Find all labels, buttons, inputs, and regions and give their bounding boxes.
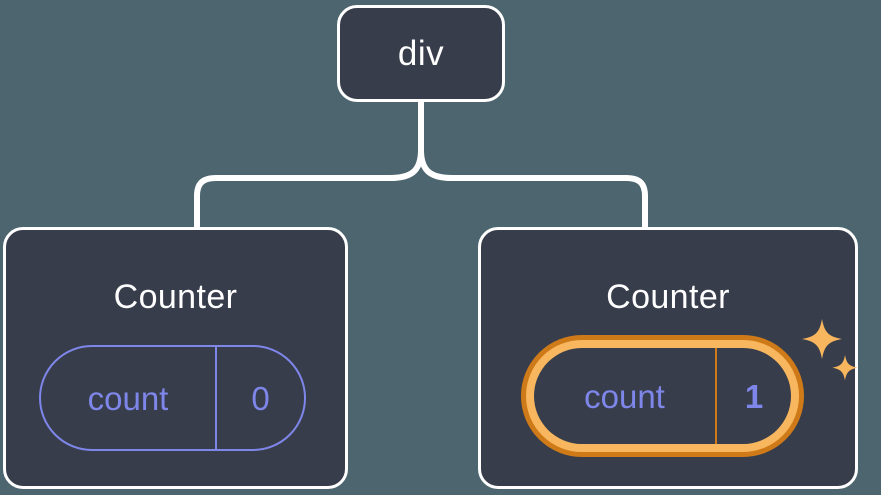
- state-pill-left-body: count 0: [39, 345, 306, 451]
- state-pill-left-key: count: [41, 347, 217, 449]
- node-div[interactable]: div: [337, 5, 505, 102]
- state-pill-right-highlighted[interactable]: count 1: [521, 335, 804, 457]
- state-pill-right-body: count 1: [534, 348, 791, 444]
- state-pill-right-glow-ring: count 1: [526, 340, 799, 452]
- node-counter-right-title: Counter: [606, 278, 730, 316]
- state-pill-left-value: 0: [251, 379, 270, 417]
- state-pill-right-key: count: [534, 348, 717, 444]
- state-pill-left[interactable]: count 0: [39, 345, 306, 451]
- node-counter-left-title: Counter: [113, 278, 238, 316]
- state-pill-right-value: 1: [744, 377, 764, 415]
- node-div-label: div: [397, 34, 445, 73]
